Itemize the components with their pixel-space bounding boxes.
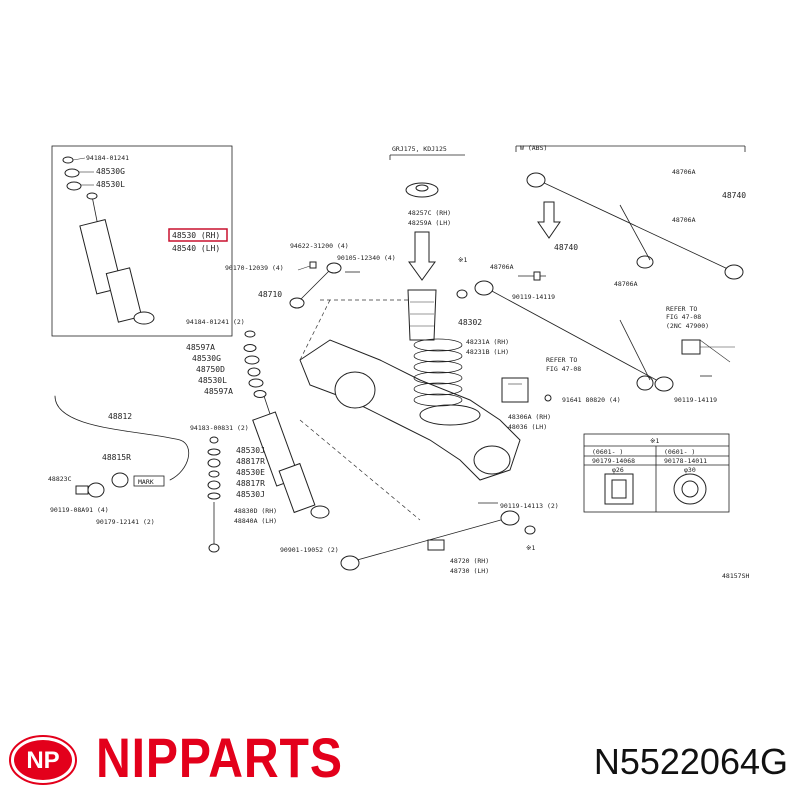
label-spring-seat-lh: 48259A (LH) [408, 219, 451, 227]
down-arrow-icon-2 [537, 201, 561, 239]
label-stabilizer: 48812 [108, 412, 132, 421]
label-spring-seat-rh: 48257C (RH) [408, 209, 451, 217]
label-clip: 91641 80820 (4) [562, 396, 621, 404]
stab-bracket-drawing [75, 472, 129, 498]
label-table-col2-dim: φ30 [684, 466, 696, 474]
label-bolt-90119-14119-b: 90119-14119 [674, 396, 717, 404]
label-link-lh: 48840A (LH) [234, 517, 277, 525]
label-upper-link: 48710 [258, 290, 282, 299]
spring-seat-drawing [405, 182, 439, 198]
axle-housing-drawing [299, 299, 521, 521]
label-washer-48530j: 48530J [236, 446, 265, 455]
label-bump-stop: 48302 [458, 318, 482, 327]
label-table-header: ※1 [650, 437, 659, 445]
label-bolt-90170: 90170-12039 (4) [225, 264, 284, 272]
label-bracket-48823c: 48823C [48, 475, 72, 483]
stab-link-stack-drawing [207, 436, 221, 553]
label-refer-fig: REFER TO [546, 356, 577, 364]
label-bush-48817r: 48817R [236, 457, 265, 466]
label-bush-48706a-2: 48706A [672, 216, 696, 224]
sensor-drawing [681, 339, 735, 377]
label-table-col1-head: (0601- ) [592, 448, 623, 456]
label-cushion-48750d: 48750D [196, 365, 225, 374]
label-bolt-90119-14119: 90119-14119 [512, 293, 555, 301]
label-table-col1-dim: φ26 [612, 466, 624, 474]
nipparts-logo-icon: NP [9, 735, 77, 785]
stabilizer-bar-drawing [54, 395, 190, 481]
label-bracket-rh: 48306A (RH) [508, 413, 551, 421]
label-mark-text: MARK [138, 478, 154, 486]
label-bolt-90119-14113: 90119-14113 (2) [500, 502, 559, 510]
label-abs-header: W (ABS) [520, 144, 547, 152]
label-table-col1-part: 90179-14068 [592, 457, 635, 465]
label-nut-94184-2: 94184-01241 (2) [186, 318, 245, 326]
label-refer-fig-right: FIG 47-08 [666, 313, 701, 321]
label-refer-fig-right2: (2NC 47900) [666, 322, 709, 330]
label-table-col2-part: 90178-14011 [664, 457, 707, 465]
label-table-col2-head: (0601- ) [664, 448, 695, 456]
shock-absorber-drawing [62, 156, 155, 325]
label-bolt-90901: 90901-19052 (2) [280, 546, 339, 554]
label-washer-48530l: 48530L [198, 376, 227, 385]
label-bush-48706a-1: 48706A [672, 168, 696, 176]
lateral-rod-lower-drawing [474, 271, 674, 392]
shock-inset-box [51, 145, 233, 337]
label-link-rh: 48830D (RH) [234, 507, 277, 515]
label-shock-washer-l: 48530L [96, 180, 125, 189]
label-shock-washer-g: 48530G [96, 167, 125, 176]
label-spring-lh: 48231B (LH) [466, 348, 509, 356]
bushing-stack-drawing [243, 330, 267, 398]
label-shock-upper-bolt: 94184-01241 [86, 154, 129, 162]
label-bush-48706a-3: 48706A [490, 263, 514, 271]
label-mark-1: ※1 [458, 256, 467, 264]
mark-box [133, 475, 165, 487]
label-bolt-94622: 94622-31200 (4) [290, 242, 349, 250]
label-mark-1-b: ※1 [526, 544, 535, 552]
label-spring-rh: 48231A (RH) [466, 338, 509, 346]
label-bolt-94183: 94183-00831 (2) [190, 424, 249, 432]
label-washer-48530g: 48530G [192, 354, 221, 363]
label-lateral-rod: 48740 [722, 191, 746, 200]
coil-spring-drawing [413, 338, 463, 407]
label-washer-48530j-b: 48530J [236, 490, 265, 499]
label-lower-arm-lh: 48730 (LH) [450, 567, 489, 575]
logo-text: NP [26, 747, 59, 774]
lower-arm-drawing [340, 502, 536, 571]
label-variant-header: GRJ175, KDJ125 [392, 145, 447, 153]
label-drawing-no: 48157SH [722, 572, 749, 580]
label-refer-fig2: FIG 47-08 [546, 365, 581, 373]
lateral-rod-upper-drawing [526, 172, 744, 280]
label-bush-48706a-4: 48706A [614, 280, 638, 288]
label-bush-48597a-bottom: 48597A [204, 387, 233, 396]
upper-link-drawing [289, 261, 360, 309]
label-bolt-90105: 90105-12340 (4) [337, 254, 396, 262]
label-bolt-90119-08a91: 90119-08A91 (4) [50, 506, 109, 514]
highlight-box [168, 228, 228, 242]
main-shock-drawing [252, 395, 330, 519]
label-refer-to-right: REFER TO [666, 305, 697, 313]
label-bolt-90179-12141: 90179-12141 (2) [96, 518, 155, 526]
label-bush-48597a-top: 48597A [186, 343, 215, 352]
label-shock-lh: 48540 (LH) [172, 244, 220, 253]
bushing-table [583, 433, 730, 513]
label-washer-48530e: 48530E [236, 468, 265, 477]
label-shock-rh: 48530 (RH) [172, 231, 220, 240]
label-bush-48817r-b: 48817R [236, 479, 265, 488]
brand-name: NIPPARTS [96, 726, 343, 789]
bump-stop-drawing [407, 289, 437, 341]
part-number: N5522064G [593, 741, 788, 782]
label-bracket-lh: 48036 (LH) [508, 423, 547, 431]
brand-bar: NP NIPPARTS N5522064G [0, 700, 800, 800]
bracket-drawing [501, 377, 529, 403]
label-stab-bush: 48815R [102, 453, 131, 462]
label-lateral-rod-2: 48740 [554, 243, 578, 252]
down-arrow-icon [408, 231, 436, 281]
label-lower-arm-rh: 48720 (RH) [450, 557, 489, 565]
